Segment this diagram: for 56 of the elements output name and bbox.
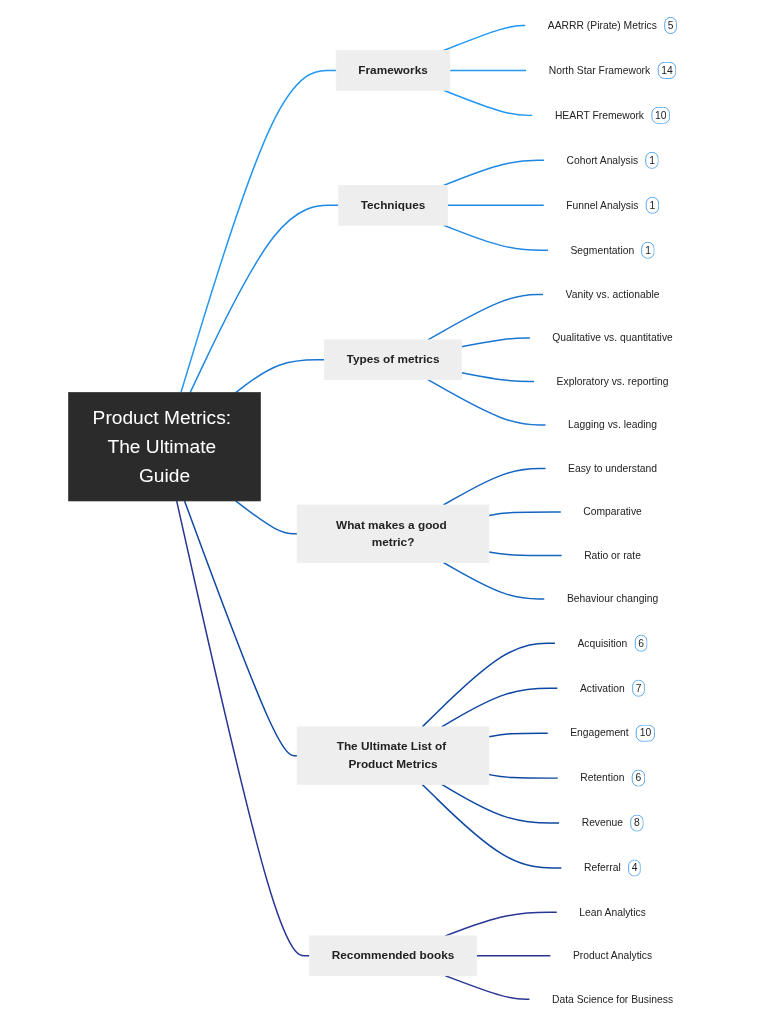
connector (488, 773, 559, 779)
node-text: Retention 6 (580, 771, 642, 784)
connector (427, 293, 545, 341)
node-text: Behaviour changing (566, 592, 659, 605)
connector (183, 500, 298, 757)
connector (442, 24, 527, 52)
connector (475, 955, 552, 957)
connector (488, 511, 562, 517)
node-box: The Ultimate List of Product Metrics (296, 726, 490, 785)
connector (441, 783, 561, 824)
connector (442, 159, 546, 187)
connector (427, 378, 547, 426)
node-box: Product Metrics: The Ultimate Guide (68, 392, 261, 502)
connector (444, 974, 531, 1001)
connector (488, 551, 563, 557)
connector (442, 561, 546, 600)
node-text: Funnel Analysis 1 (566, 199, 656, 211)
node-text: Lagging vs. leading (568, 418, 658, 431)
connector (421, 783, 563, 869)
node-box: Frameworks (335, 50, 451, 91)
connector (449, 69, 528, 72)
connector (460, 337, 531, 348)
connector (180, 69, 337, 394)
connector (421, 642, 556, 728)
node-box: What makes a good metric? (296, 504, 490, 563)
node-text: Data Science for Business (552, 993, 674, 1005)
node-text: Comparative (583, 505, 642, 518)
connector (446, 204, 545, 207)
connector (234, 500, 298, 535)
connector (175, 500, 311, 957)
node-box: Techniques (338, 185, 448, 226)
node-text: Exploratory vs. reporting (556, 375, 669, 388)
node-text: Vanity vs. actionable (565, 288, 660, 301)
node-text: Activation 7 (579, 681, 642, 694)
node-box: Types of metrics (324, 339, 462, 381)
connector (234, 359, 326, 394)
node-text: Easy to understand (568, 462, 658, 475)
node-text: Product Analytics (572, 949, 653, 962)
node-text: HEART Fremework 10 (554, 109, 667, 121)
node-text: Segmentation 1 (570, 244, 651, 256)
node-text: Cohort Analysis 1 (566, 154, 655, 166)
node-text: AARRR (Pirate) Metrics 5 (547, 19, 674, 31)
node-text: Acquisition 6 (577, 636, 645, 649)
node-text: Engagement 10 (570, 726, 652, 739)
node-text: Qualitative vs. quantitative (552, 331, 673, 344)
node-text: Lean Analytics (579, 906, 646, 918)
node-box: Recommended books (309, 935, 477, 977)
node-text: North Star Framework 14 (548, 64, 673, 76)
node-text: Ratio or rate (584, 549, 641, 562)
connector (488, 732, 549, 738)
connector (441, 687, 559, 728)
node-text: Revenue 8 (581, 816, 640, 829)
connector (460, 372, 536, 383)
node-text: Referral 4 (583, 861, 638, 874)
connector (442, 467, 547, 506)
connector (189, 204, 340, 394)
